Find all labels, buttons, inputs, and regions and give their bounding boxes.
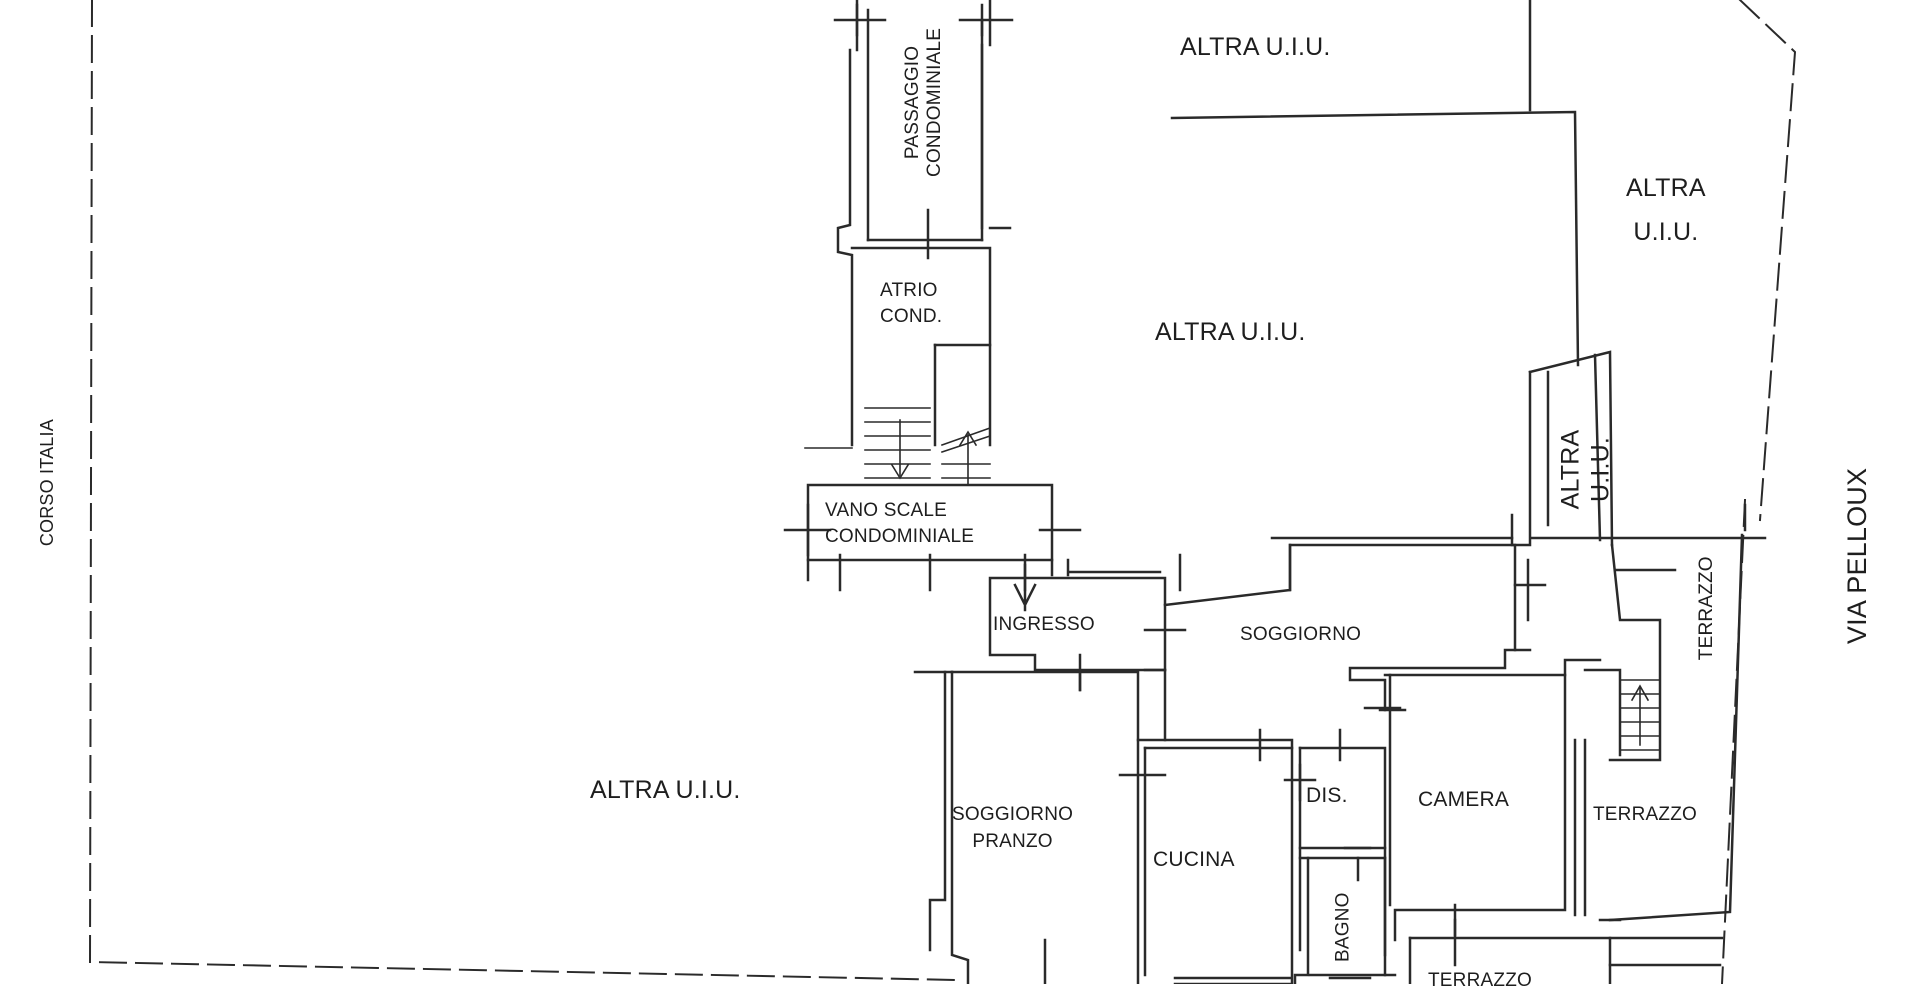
label-vano-scale-line2: CONDOMINIALE	[825, 525, 975, 547]
label-cucina: CUCINA	[1153, 848, 1235, 871]
label-soggiorno-pranzo-line1: SOGGIORNO	[952, 804, 1074, 825]
wall-altra-central	[1066, 0, 1614, 592]
stairs-terrazzo	[1619, 679, 1661, 751]
label-altra-uiu-right-line2: U.I.U.	[1633, 217, 1699, 246]
label-atrio-cond: ATRIO COND.	[880, 278, 942, 329]
stairs-condominiali	[804, 407, 992, 486]
wall-bagno	[1293, 856, 1397, 984]
label-passaggio-condominiale: PASSAGGIO CONDOMINIALE	[902, 28, 947, 177]
label-soggiorno-pranzo: SOGGIORNO PRANZO	[952, 802, 1073, 855]
street-label-via-pelloux: VIA PELLOUX	[1842, 467, 1873, 645]
label-altra-uiu-narrow-line1: ALTRA	[1556, 429, 1585, 510]
label-altra-uiu-right-line1: ALTRA	[1626, 174, 1706, 202]
label-terrazzo-right: TERRAZZO	[1695, 556, 1717, 661]
label-atrio-line1: ATRIO	[880, 280, 938, 301]
wall-cucina	[1118, 728, 1294, 984]
label-passaggio-line2: CONDOMINIALE	[924, 27, 946, 177]
wall-soggiorno-pranzo	[913, 670, 1140, 984]
label-ingresso: INGRESSO	[993, 614, 1095, 635]
wall-camera	[1378, 658, 1602, 942]
label-soggiorno-pranzo-line2: PRANZO	[972, 830, 1053, 852]
label-terrazzo-bottom: TERRAZZO	[1428, 970, 1532, 991]
label-dis: DIS.	[1306, 784, 1348, 807]
label-altra-uiu-narrow: ALTRA U.I.U.	[1556, 430, 1615, 510]
wall-passaggio	[833, 0, 1014, 447]
label-altra-uiu-right: ALTRA U.I.U.	[1626, 167, 1706, 255]
label-terrazzo-mid: TERRAZZO	[1593, 804, 1697, 825]
label-bagno: BAGNO	[1332, 892, 1354, 963]
label-altra-uiu-center: ALTRA U.I.U.	[1155, 318, 1306, 346]
label-atrio-line2: COND.	[880, 305, 943, 327]
label-vano-scale: VANO SCALE CONDOMINIALE	[825, 498, 974, 549]
label-soggiorno: SOGGIORNO	[1240, 624, 1362, 645]
label-altra-uiu-left: ALTRA U.I.U.	[590, 776, 741, 804]
label-camera: CAMERA	[1418, 788, 1510, 811]
label-passaggio-line1: PASSAGGIO	[902, 45, 924, 160]
label-vano-scale-line1: VANO SCALE	[825, 500, 948, 521]
wall-atrio	[850, 246, 992, 447]
label-altra-uiu-narrow-line2: U.I.U.	[1585, 436, 1614, 503]
label-altra-uiu-top: ALTRA U.I.U.	[1180, 33, 1331, 61]
wall-soggiorno	[1143, 543, 1547, 742]
street-label-corso-italia: CORSO ITALIA	[36, 419, 57, 547]
wall-vano-scale	[783, 483, 1082, 612]
wall-terrazzo-right	[1530, 503, 1767, 967]
